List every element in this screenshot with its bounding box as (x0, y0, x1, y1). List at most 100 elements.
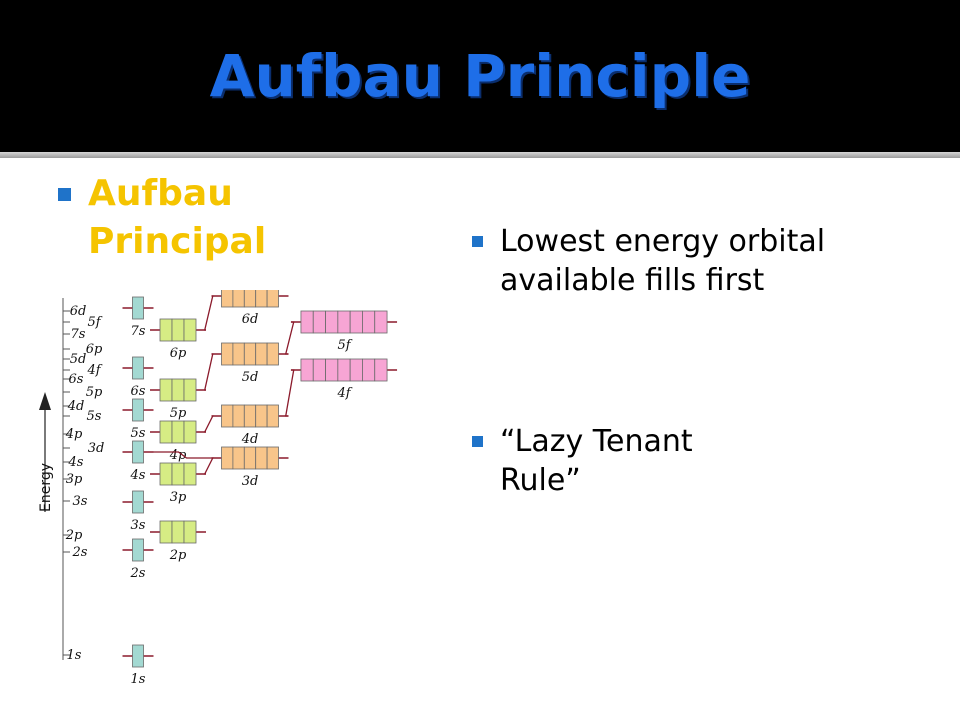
orbital-box-6p (171, 318, 185, 342)
orbital-box-2p (159, 520, 173, 544)
connector-3p-3d (203, 457, 214, 475)
orbital-box-4p (171, 420, 185, 444)
orbital-box-5d (255, 342, 268, 366)
bullet-square-icon (58, 188, 71, 201)
axis-label-3s: 3s (73, 494, 88, 509)
orbital-box-3d (221, 446, 234, 470)
axis-label-3d: 3d (88, 441, 105, 456)
orbital-box-3p (159, 462, 173, 486)
orbital-box-4d (221, 404, 234, 428)
orbital-box-3d (232, 446, 245, 470)
orbital-box-5d (221, 342, 234, 366)
axis-label-5s: 5s (87, 409, 102, 424)
orbital-box-4f (362, 358, 376, 382)
energy-arrow-icon (39, 392, 51, 410)
orbital-label-3s: 3s (131, 518, 146, 533)
axis-label-5p: 5p (86, 385, 103, 400)
orbital-box-4f (300, 358, 314, 382)
orbital-box-5f (300, 310, 314, 334)
orbital-box-3p (171, 462, 185, 486)
orbital-label-3p: 3p (170, 490, 187, 505)
orbital-box-4f (374, 358, 388, 382)
orbital-label-3d: 3d (242, 474, 259, 489)
connector-5p-5d (203, 353, 214, 391)
axis-label-1s: 1s (67, 648, 82, 663)
title-bar: Aufbau Principle (0, 0, 960, 152)
orbital-box-5f (337, 310, 351, 334)
orbital-box-6d (221, 290, 234, 308)
orbital-label-2s: 2s (130, 566, 146, 581)
title-divider (0, 152, 960, 158)
orbital-box-2p (183, 520, 197, 544)
orbital-box-4f (312, 358, 326, 382)
axis-label-4s: 4s (68, 455, 84, 470)
orbital-label-5f: 5f (337, 338, 352, 353)
axis-label-2s: 2s (72, 545, 88, 560)
orbital-box-6p (159, 318, 173, 342)
orbital-box-5p (159, 378, 173, 402)
orbital-box-5f (325, 310, 339, 334)
orbital-box-6p (183, 318, 197, 342)
axis-label-4f: 4f (86, 363, 102, 378)
orbital-box-6d (255, 290, 268, 308)
left-heading: Aufbau Principal (88, 173, 267, 262)
orbital-label-4d: 4d (241, 432, 259, 447)
orbital-box-4d (232, 404, 245, 428)
orbital-box-4d (243, 404, 257, 428)
orbital-box-4p (183, 420, 197, 444)
orbital-label-5d: 5d (242, 370, 259, 385)
slide-title: Aufbau Principle (209, 42, 751, 110)
energy-axis-label: Energy (38, 463, 54, 512)
orbital-box-3s (132, 490, 144, 514)
orbital-box-4f (337, 358, 351, 382)
orbital-label-5p: 5p (170, 406, 187, 421)
axis-label-4d: 4d (67, 399, 85, 414)
orbital-box-5p (183, 378, 197, 402)
orbital-box-5p (171, 378, 185, 402)
orbital-box-3p (183, 462, 197, 486)
connector-5d-5f (284, 321, 295, 355)
axis-label-3p: 3p (66, 472, 83, 487)
orbital-box-4d (255, 404, 268, 428)
orbital-box-2s (132, 538, 144, 562)
orbital-label-5s: 5s (131, 426, 146, 441)
orbital-box-4f (349, 358, 363, 382)
orbital-box-4d (266, 404, 279, 428)
orbital-box-6s (132, 356, 144, 380)
orbital-box-2p (171, 520, 185, 544)
connector-4s-3d (153, 451, 212, 459)
orbital-label-4s: 4s (130, 468, 146, 483)
orbital-box-5f (362, 310, 376, 334)
connector-4d-4f (284, 369, 295, 417)
orbital-label-7s: 7s (131, 324, 146, 339)
connector-6p-6d (203, 295, 214, 331)
axis-label-6s: 6s (69, 372, 84, 387)
axis-label-6d: 6d (70, 304, 87, 319)
orbital-label-4f: 4f (336, 386, 352, 401)
orbital-box-6d (232, 290, 245, 308)
orbital-box-5d (243, 342, 257, 366)
orbital-label-6p: 6p (170, 346, 187, 361)
bullet-text-lazy-tenant: “Lazy Tenant Rule” (500, 424, 693, 498)
bullet-square-icon (472, 236, 483, 247)
orbital-box-5f (312, 310, 326, 334)
axis-label-5d: 5d (70, 352, 87, 367)
orbital-label-2p: 2p (169, 548, 187, 563)
axis-label-4p: 4p (65, 427, 83, 442)
orbital-box-5d (232, 342, 245, 366)
axis-label-7s: 7s (71, 327, 86, 342)
orbital-box-5f (374, 310, 388, 334)
orbital-box-7s (132, 296, 144, 320)
orbital-label-1s: 1s (131, 672, 146, 687)
axis-label-6p: 6p (86, 342, 103, 357)
orbital-box-5s (132, 398, 144, 422)
orbital-box-6d (243, 290, 257, 308)
axis-label-5f: 5f (87, 315, 102, 330)
axis-label-2p: 2p (65, 528, 83, 543)
orbital-box-5d (266, 342, 279, 366)
orbital-box-3d (255, 446, 268, 470)
orbital-box-5f (349, 310, 363, 334)
orbital-label-6d: 6d (242, 312, 259, 327)
orbital-label-6s: 6s (131, 384, 146, 399)
